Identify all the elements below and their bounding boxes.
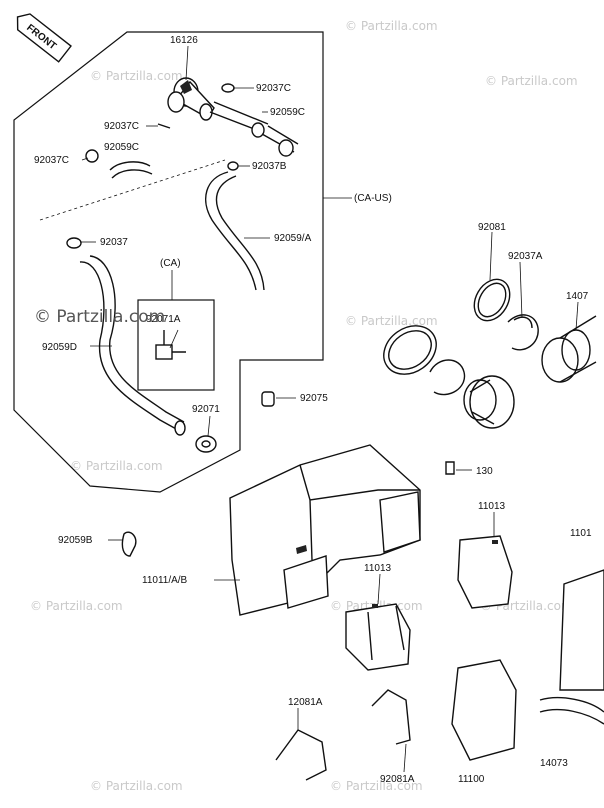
watermark-main: © Partzilla.com bbox=[34, 307, 165, 327]
hose-part bbox=[121, 531, 137, 557]
part-label: 92037C bbox=[104, 121, 139, 132]
clip-part bbox=[85, 149, 99, 163]
part-label: 14073 bbox=[540, 758, 568, 769]
watermark-text: © Partzilla.com bbox=[345, 19, 438, 33]
part-label: 92059C bbox=[270, 107, 305, 118]
clip-part bbox=[275, 729, 327, 781]
hose-part bbox=[79, 255, 185, 431]
hose-end bbox=[174, 420, 186, 436]
part-label: 92037A bbox=[508, 251, 543, 262]
part-label: 11011/A/B bbox=[142, 575, 188, 586]
watermark-layer: © Partzilla.com © Partzilla.com © Partzi… bbox=[30, 19, 578, 793]
airbox-part bbox=[229, 444, 421, 616]
ring-part bbox=[473, 278, 511, 322]
element-part bbox=[451, 659, 517, 761]
valve-part bbox=[167, 77, 215, 121]
part-label: 92081 bbox=[478, 222, 506, 233]
grommet-hole bbox=[201, 440, 211, 448]
part-label: 92075 bbox=[300, 393, 328, 404]
part-label: 92059/A bbox=[274, 233, 312, 244]
part-label: 1101 bbox=[570, 528, 592, 539]
part-label: 11100 bbox=[458, 774, 485, 785]
watermark-text: © Partzilla.com bbox=[90, 779, 183, 793]
watermark-text: © Partzilla.com bbox=[70, 459, 163, 473]
boot-part bbox=[463, 375, 515, 429]
part-label: 92037C bbox=[34, 155, 69, 166]
part-label: 92081A bbox=[380, 774, 415, 785]
inner-box-label: (CA) bbox=[160, 258, 181, 269]
watermark-text: © Partzilla.com bbox=[485, 74, 578, 88]
region-label: (CA-US) bbox=[354, 193, 392, 204]
part-label: 92071A bbox=[146, 314, 181, 325]
clip-part bbox=[157, 123, 171, 129]
bolt-part bbox=[445, 461, 455, 475]
hose-part bbox=[109, 161, 153, 179]
inner-box bbox=[137, 299, 215, 391]
ring-part bbox=[383, 325, 437, 375]
part-label: 11013 bbox=[478, 501, 506, 512]
region-divider bbox=[39, 159, 226, 221]
watermark-text: © Partzilla.com bbox=[330, 779, 423, 793]
part-label: 130 bbox=[476, 466, 493, 477]
watermark-text: © Partzilla.com bbox=[30, 599, 123, 613]
part-label: 92037B bbox=[252, 161, 287, 172]
part-label: 92037C bbox=[256, 83, 291, 94]
clip-part bbox=[371, 689, 411, 745]
filter-part bbox=[559, 569, 604, 691]
filter-part bbox=[345, 603, 411, 671]
clamp-part bbox=[513, 316, 533, 329]
front-badge: FRONT bbox=[16, 13, 72, 63]
part-label: 92059B bbox=[58, 535, 93, 546]
part-label: 92059D bbox=[42, 342, 77, 353]
ring-part bbox=[477, 282, 507, 318]
hose-part bbox=[209, 101, 299, 157]
watermark-text: © Partzilla.com bbox=[345, 314, 438, 328]
duct-part bbox=[539, 697, 604, 725]
ring-part bbox=[388, 330, 432, 370]
duct-part bbox=[541, 315, 597, 383]
watermark-text: © Partzilla.com bbox=[90, 69, 183, 83]
part-label: 11013 bbox=[364, 563, 392, 574]
clamp-part bbox=[429, 359, 466, 396]
clip-part bbox=[227, 161, 239, 171]
grommet-part bbox=[261, 391, 275, 407]
part-labels: 16126 92037C 92059C 92037C 92037C 92059C… bbox=[34, 35, 592, 785]
part-label: 92037 bbox=[100, 237, 128, 248]
clamp-part bbox=[507, 314, 539, 351]
filter-part bbox=[457, 535, 513, 609]
leader-lines bbox=[80, 45, 579, 773]
hose-part bbox=[205, 171, 265, 291]
region-outline bbox=[13, 31, 324, 493]
part-label: 92059C bbox=[104, 142, 139, 153]
part-label: 16126 bbox=[170, 35, 198, 46]
clip-part bbox=[221, 83, 235, 93]
part-label: 1407 bbox=[566, 291, 589, 302]
part-label: 12081A bbox=[288, 697, 323, 708]
grommet-part bbox=[195, 435, 217, 453]
fitting-part bbox=[155, 330, 186, 360]
part-label: 92071 bbox=[192, 404, 220, 415]
clip-part bbox=[66, 237, 82, 249]
